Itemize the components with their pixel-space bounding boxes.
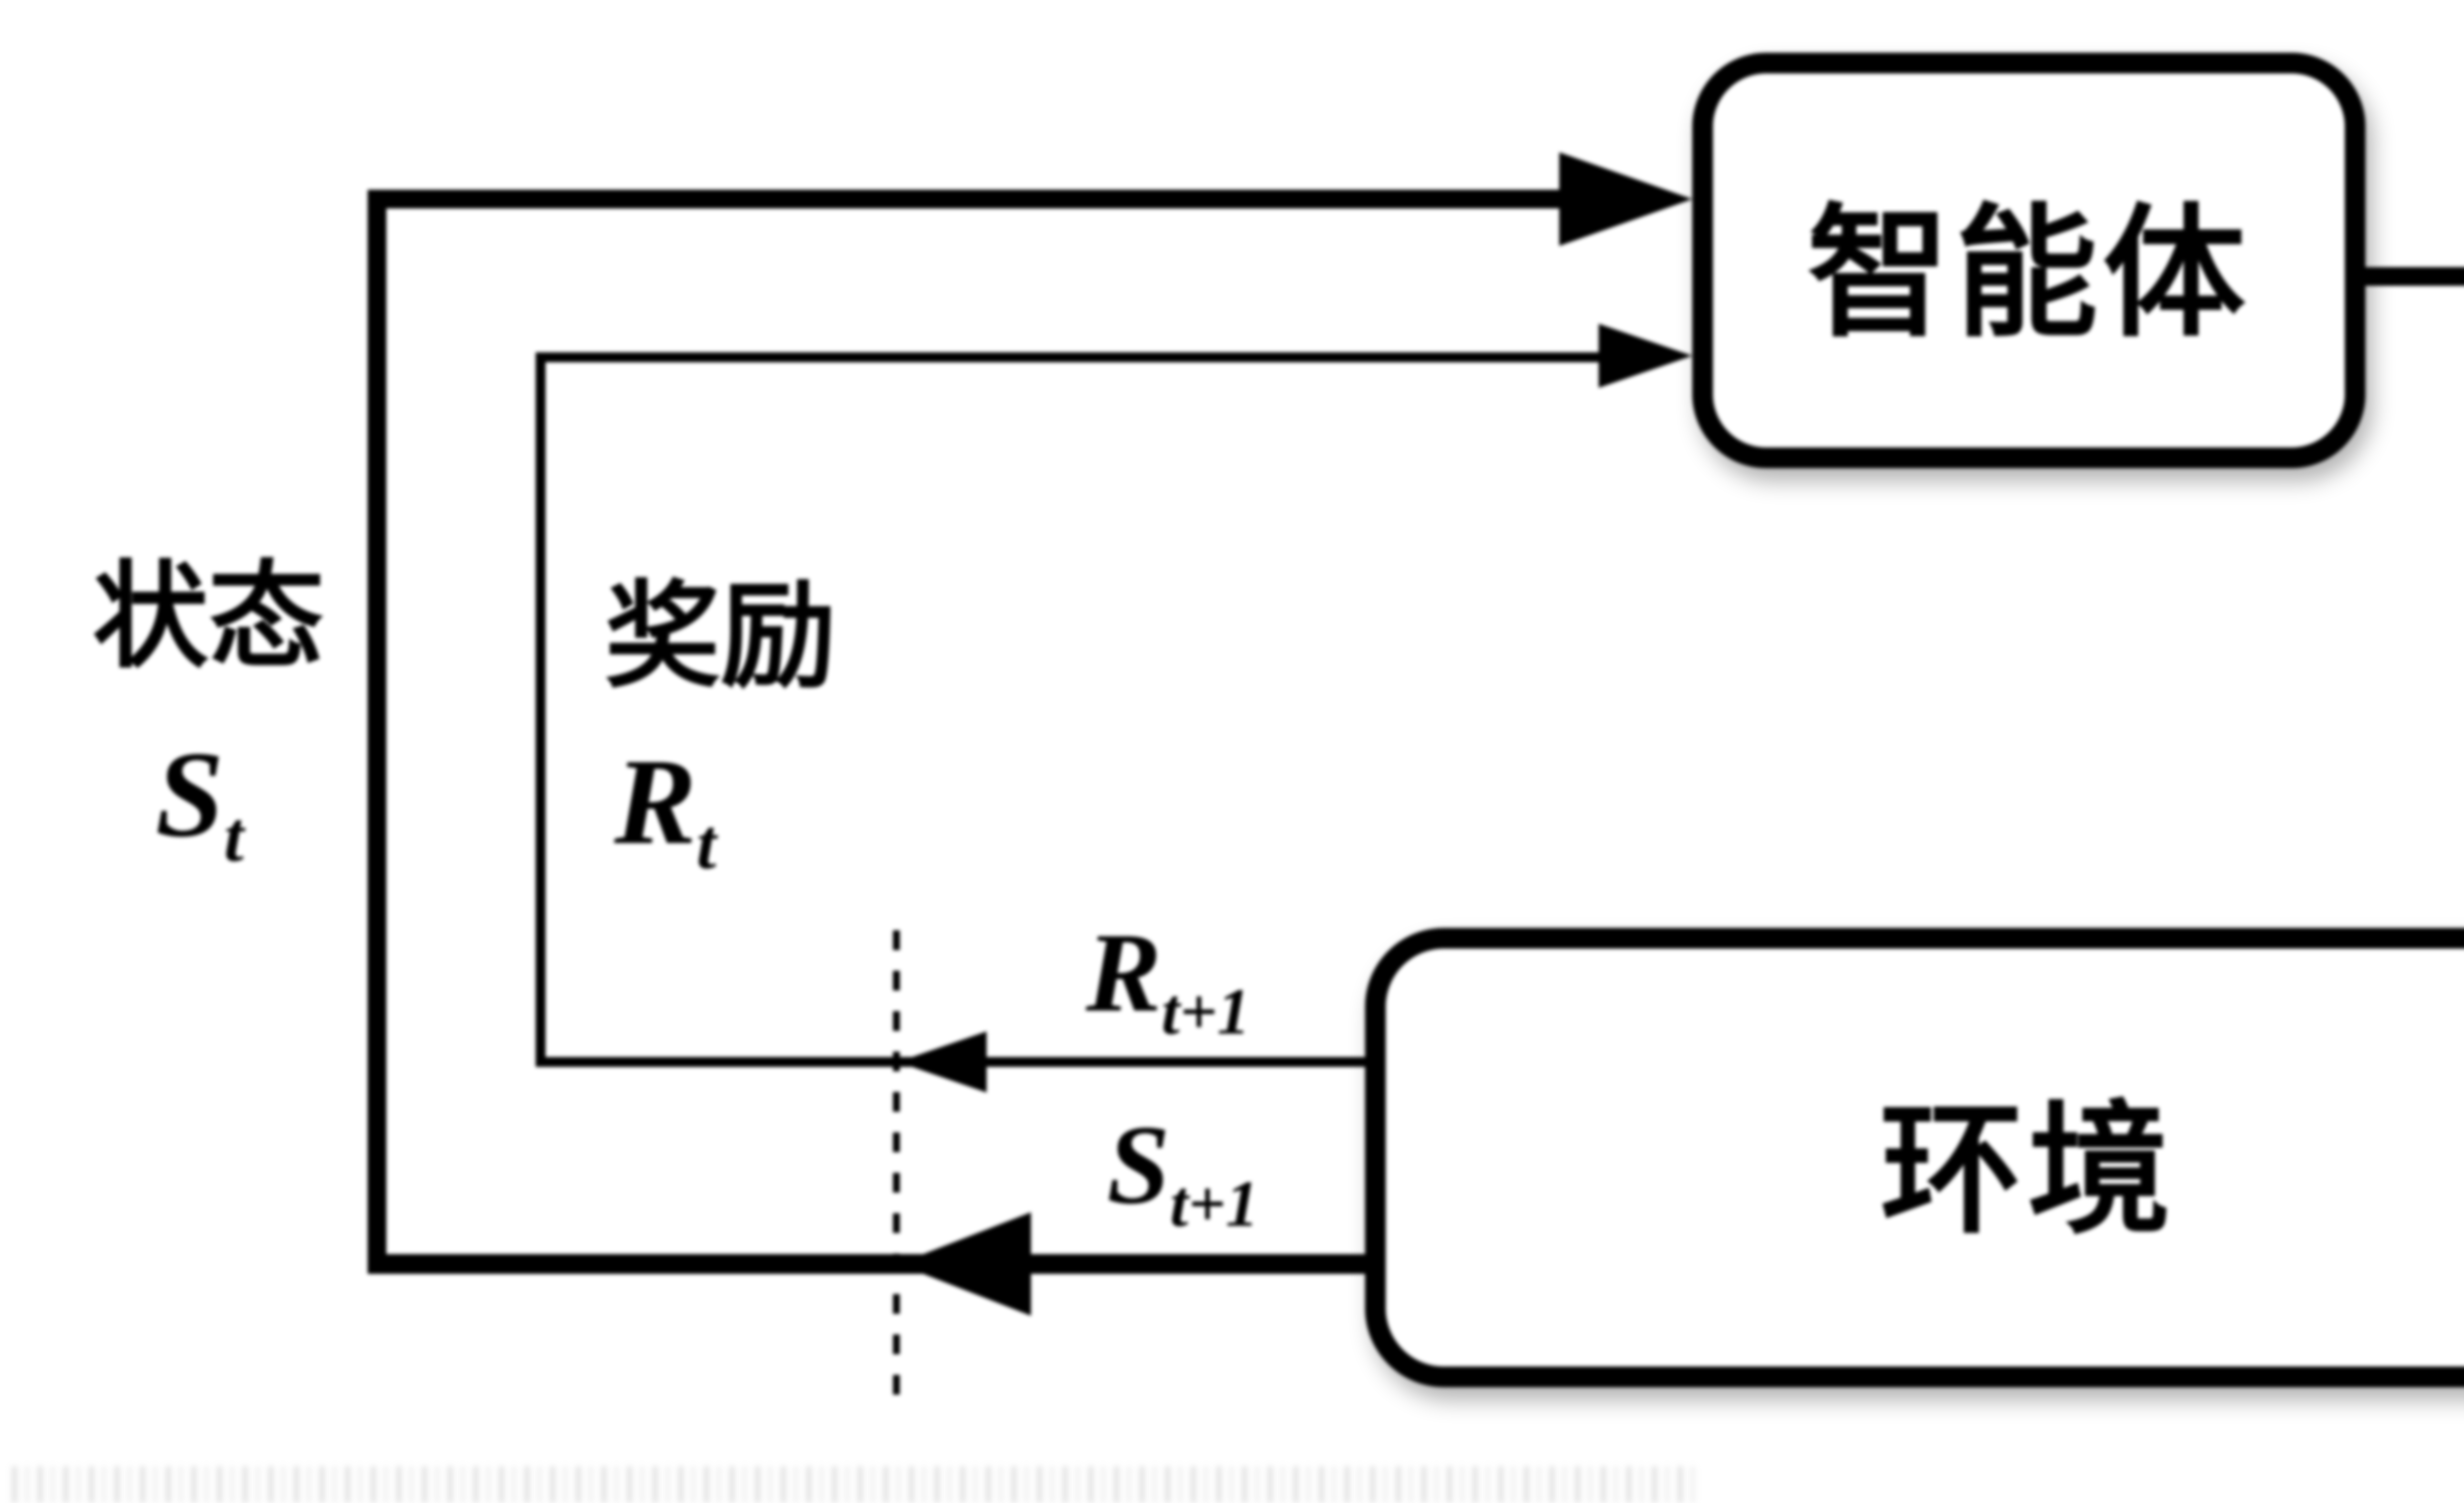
next-state-symbol-main: S [1107,1101,1170,1228]
next-state-line [368,1254,1365,1274]
reward-symbol-sub: t [696,805,717,884]
next-state-symbol: St+1 [1107,1099,1259,1242]
environment-node-label: 环境 [1880,1093,2176,1251]
reward-line-vertical [536,352,546,1067]
agent-node-label: 智能体 [1807,195,2251,354]
next-reward-symbol-sub: t+1 [1161,975,1250,1048]
state-symbol-sub: t [224,797,244,877]
cropped-caption-remnant [12,1466,1703,1503]
reward-label: 奖励 [605,573,836,702]
environment-node: 环境 [1365,928,2464,1387]
next-reward-symbol: Rt+1 [1086,907,1250,1050]
action-line-top [2365,267,2464,286]
state-symbol-main: S [155,726,224,863]
reward-line-horizontal [536,352,1605,362]
state-symbol: St [155,724,243,878]
state-line-vertical [368,190,386,1274]
state-line-horizontal [368,190,1565,208]
reward-symbol-main: R [614,733,697,870]
time-step-dashed-divider [893,930,900,1407]
arrowhead-next-reward-icon [898,1031,987,1093]
arrowhead-next-state-icon [898,1212,1031,1316]
next-state-symbol-sub: t+1 [1170,1167,1259,1240]
state-label: 状态 [93,553,324,682]
next-reward-symbol-main: R [1086,909,1162,1035]
reward-symbol: Rt [614,731,716,886]
agent-node: 智能体 [1692,53,2365,468]
arrowhead-state-into-agent-icon [1559,152,1692,246]
arrowhead-reward-into-agent-icon [1599,324,1692,388]
